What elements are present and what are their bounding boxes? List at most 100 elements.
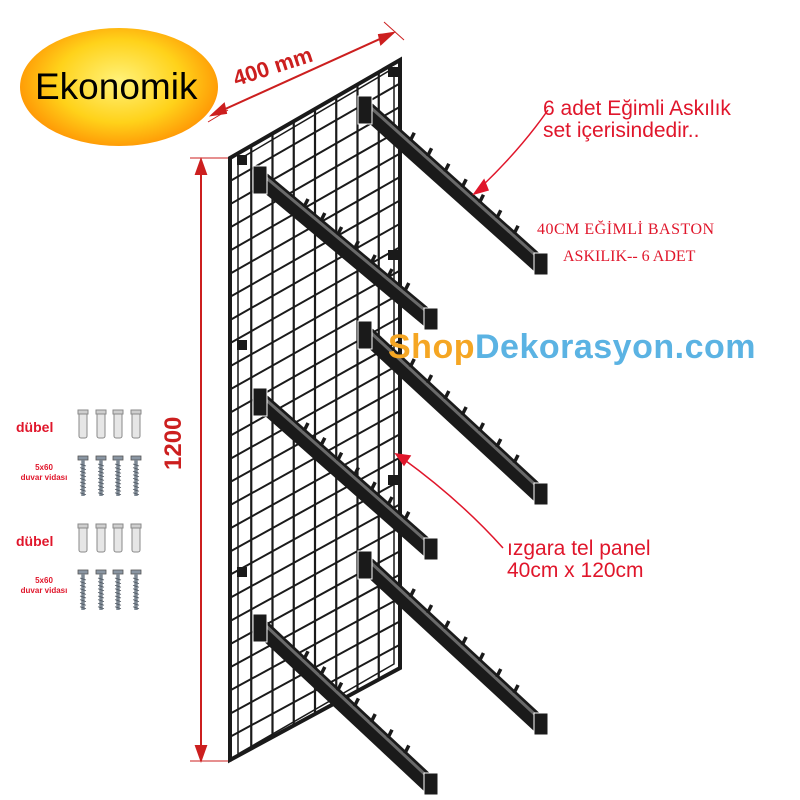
wall-anchor-icon [78, 525, 88, 553]
hanger-bracket [357, 320, 373, 350]
panel-frame [228, 56, 402, 764]
screw-thread [132, 488, 140, 492]
hanger-end-cap [533, 482, 549, 506]
mounting-clip [237, 567, 247, 577]
baston-label-line2: ASKILIK-- 6 ADET [563, 248, 696, 265]
screw-thread [132, 584, 140, 588]
horizontal-wire [229, 363, 401, 460]
hanger-arm [361, 103, 546, 272]
hanger-arm-highlight [367, 104, 544, 263]
screw-thread [114, 595, 122, 599]
screw-head [95, 569, 107, 575]
screw-thread [79, 463, 87, 467]
screw-thread [114, 467, 122, 470]
hanger-pin [408, 131, 416, 142]
hanger-pin [403, 744, 411, 755]
screw-thread [132, 595, 140, 599]
horizontal-wire [229, 596, 401, 692]
hanger-arm-highlight [263, 174, 433, 318]
brand-part-shop: Shop [388, 328, 475, 366]
hangers-callout-line2: set içerisindedir.. [543, 119, 700, 142]
hanger-end-cap [533, 712, 549, 736]
hanger-pin [319, 212, 327, 222]
horizontal-wire [229, 222, 401, 321]
hanger-arm [361, 558, 546, 732]
hanger-pin [352, 697, 360, 708]
screw-thread [114, 584, 122, 588]
hanger-pin [408, 588, 416, 598]
screw-thread [97, 606, 105, 610]
horizontal-wire [229, 269, 401, 368]
wall-anchor-head [77, 409, 89, 415]
hanger-end-cap [423, 772, 439, 796]
screw-thread [97, 577, 105, 581]
screw-thread [97, 474, 105, 478]
mounting-clip [388, 250, 398, 260]
hanger-arm-highlight [367, 559, 544, 723]
screw-thread [97, 470, 105, 474]
hanger-pin [369, 713, 377, 723]
hanger-pin [443, 620, 451, 630]
screw-thread [114, 592, 122, 595]
screw-label: 5x60 duvar vidası [18, 463, 70, 483]
screw-thread [132, 592, 140, 595]
screw-thread [132, 581, 140, 584]
horizontal-wire [229, 339, 401, 437]
hanger-arm [256, 173, 436, 327]
wall-anchor-head [130, 409, 142, 415]
screw-thread [97, 488, 105, 492]
hanger-pin [319, 437, 327, 447]
wall-anchor-head [130, 523, 142, 529]
hanger-pin [425, 147, 434, 158]
horizontal-wire [229, 643, 401, 738]
screw-thread [97, 485, 105, 488]
panel-callout-line2: 40cm x 120cm [507, 559, 644, 582]
screw-thread [97, 602, 105, 606]
dimension-lines [190, 21, 405, 763]
hanger-pin [512, 684, 520, 694]
hanger-arm-highlight [262, 622, 434, 783]
horizontal-wire [229, 503, 401, 599]
hanger-pin [460, 406, 468, 416]
horizontal-wire [229, 386, 401, 484]
screw-thread [79, 577, 87, 581]
screw-thread [132, 602, 140, 606]
screw-label: 5x60 duvar vidası [18, 576, 70, 596]
screw-thread [132, 606, 140, 610]
hanger-pin [386, 268, 394, 278]
screw-thread [114, 602, 122, 606]
panel-callout: ızgara tel panel 40cm x 120cm [507, 538, 651, 582]
screw-thread [114, 481, 122, 485]
hanger-arm [361, 328, 546, 502]
screw-head [130, 569, 142, 575]
screw-thread [132, 470, 140, 474]
dubel-label: dübel [16, 419, 54, 435]
screw-head [130, 455, 142, 461]
screw-thread [79, 478, 87, 481]
hanger-pin [477, 193, 486, 204]
screw-size: 5x60 [35, 463, 53, 472]
hanger-pin [403, 511, 411, 521]
hanger-pin [336, 226, 344, 236]
screw-head [77, 455, 89, 461]
screw-thread [114, 474, 122, 478]
mounting-clip [237, 155, 247, 165]
screw-thread [79, 588, 87, 592]
screw-thread [79, 599, 87, 602]
wall-anchor-icon [113, 525, 123, 553]
hanger-pin [302, 650, 310, 661]
hanger-pin [352, 240, 360, 250]
brand-part-dekorasyon: Dekorasyon.com [474, 328, 756, 366]
callout-arrows [394, 109, 549, 549]
hanger-arm [256, 621, 436, 792]
screw-thread [97, 599, 105, 602]
hanger-pin [477, 422, 486, 432]
screw-thread [79, 592, 87, 595]
hangers-callout: 6 adet Eğimli Askılık set içerisindedir.… [543, 98, 731, 142]
mounting-clip [388, 475, 398, 485]
horizontal-wire [229, 152, 401, 252]
hanger-pin [512, 454, 520, 464]
screw-thread [79, 602, 87, 606]
